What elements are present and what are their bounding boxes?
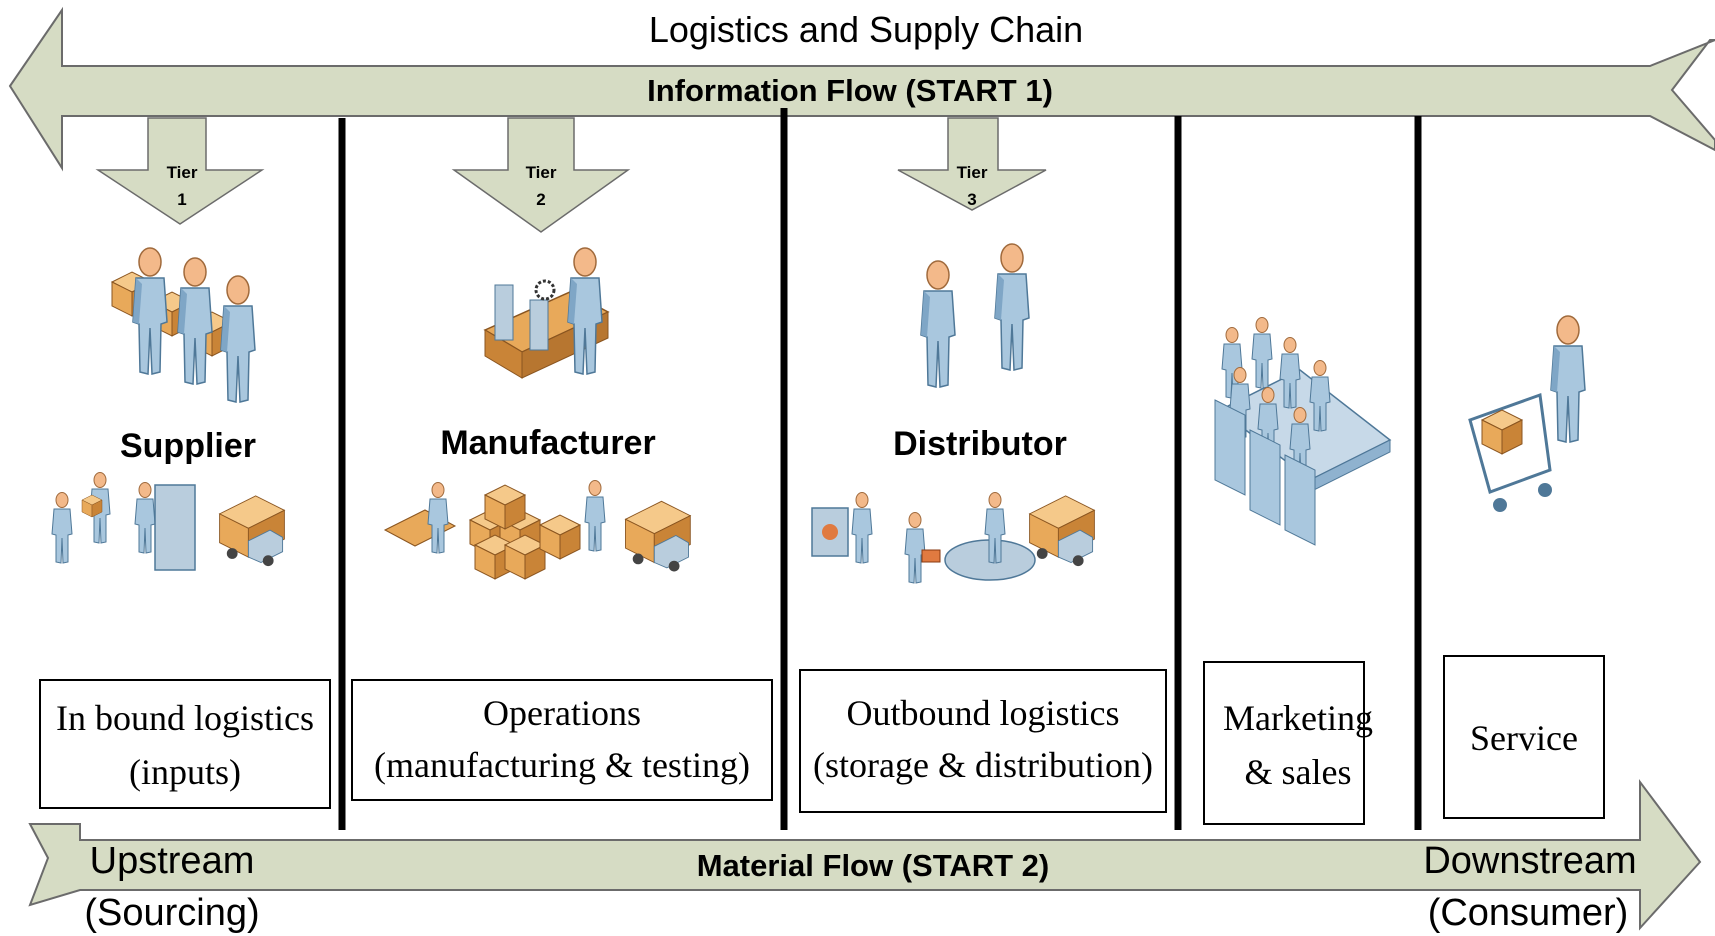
information-flow-label: Information Flow (START 1) — [647, 73, 1053, 108]
tier-2-arrow — [451, 117, 631, 233]
manufacturer-illustration — [483, 247, 610, 379]
activity-box-outbound — [799, 669, 1167, 813]
tier-3-number: 3 — [967, 190, 976, 209]
activity-box-marketing — [1203, 661, 1365, 825]
tier-2-label: Tier — [526, 163, 557, 182]
diagram-title: Logistics and Supply Chain — [649, 9, 1083, 50]
tier-1-number: 1 — [177, 190, 186, 209]
activity-box-operations — [351, 679, 773, 801]
inbound-line1: In bound logistics — [56, 698, 314, 738]
supplier-small-icons — [51, 472, 285, 571]
service-illustration — [1468, 315, 1586, 512]
marketing-illustration — [1214, 317, 1392, 546]
supplier-label: Supplier — [120, 427, 256, 465]
distributor-label: Distributor — [893, 425, 1067, 463]
operations-line2: (manufacturing & testing) — [374, 745, 750, 785]
tier-2-number: 2 — [536, 190, 545, 209]
tier-1-arrow — [95, 117, 265, 225]
sourcing-label: (Sourcing) — [84, 892, 259, 934]
outbound-line1: Outbound logistics — [846, 693, 1119, 733]
inbound-line2: (inputs) — [129, 752, 241, 792]
downstream-label: Downstream — [1423, 840, 1636, 882]
operations-line1: Operations — [483, 693, 641, 733]
distributor-illustration — [920, 243, 1030, 388]
material-flow-label: Material Flow (START 2) — [697, 848, 1050, 883]
activity-box-inbound — [39, 679, 331, 809]
distributor-small-icons — [811, 492, 1095, 584]
tier-3-label: Tier — [957, 163, 988, 182]
information-flow-arrow — [8, 6, 1715, 172]
marketing-line1: Marketing — [1223, 698, 1373, 738]
material-flow-arrow — [28, 779, 1702, 931]
upstream-label: Upstream — [90, 840, 255, 882]
tier-3-arrow — [897, 117, 1047, 211]
marketing-line2: & sales — [1245, 752, 1352, 792]
supplier-illustration — [111, 247, 256, 403]
outbound-line2: (storage & distribution) — [813, 745, 1153, 785]
manufacturer-small-icons — [383, 480, 691, 580]
manufacturer-label: Manufacturer — [440, 424, 655, 462]
service-label: Service — [1470, 718, 1578, 758]
activity-box-service — [1443, 655, 1605, 819]
tier-1-label: Tier — [167, 163, 198, 182]
consumer-label: (Consumer) — [1428, 892, 1629, 934]
